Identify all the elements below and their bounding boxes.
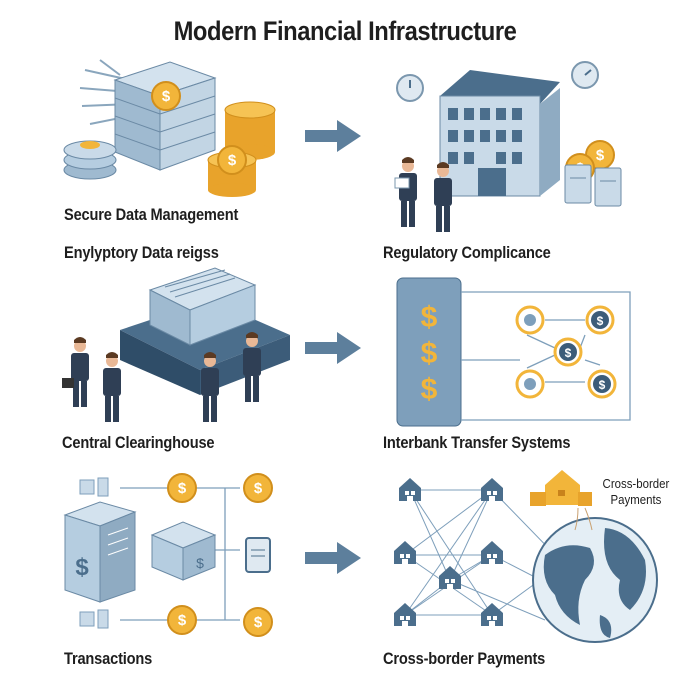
page-title: Modern Financial Infrastructure: [173, 16, 517, 46]
label-clearinghouse: Central Clearinghouse: [62, 433, 215, 452]
small-icons: [79, 477, 109, 629]
svg-text:$: $: [75, 554, 89, 581]
person-icon: [71, 337, 89, 407]
mobile-device-icon: [245, 537, 271, 573]
arrow-right-icon: [305, 120, 361, 152]
svg-text:$: $: [599, 378, 606, 392]
interbank-illustration: $ $ $: [396, 277, 631, 427]
server-icon: $: [63, 501, 137, 603]
bank-node-icon: [394, 603, 416, 626]
document-icon: [564, 164, 622, 207]
person-icon: [399, 157, 417, 227]
label-regulatory: Regulatory Complicance: [383, 243, 551, 262]
bank-building-icon: [439, 70, 560, 197]
label-transactions: Transactions: [64, 649, 153, 668]
connection-lines: [461, 291, 631, 421]
bank-node-icon: [394, 541, 416, 564]
transfer-node-icon: $: [585, 305, 615, 335]
fx-house-icon: [530, 470, 592, 506]
cross-border-illustration: [394, 470, 658, 643]
dollar-icon: $: [420, 337, 438, 370]
transfer-column: [396, 277, 462, 427]
vault-box-icon: $: [150, 521, 217, 581]
dollar-icon: $: [420, 373, 438, 406]
dollar-symbols: $ $ $: [397, 300, 461, 408]
coin-icon: [243, 473, 273, 503]
svg-text:$: $: [196, 555, 204, 571]
regulatory-illustration: [394, 61, 622, 232]
bank-node-icon: [481, 478, 503, 501]
label-interbank: Interbank Transfer Systems: [383, 433, 571, 452]
disk-stack-icon: [63, 140, 117, 180]
callout-line: Cross-border: [602, 476, 670, 491]
server-stack-icon: [113, 61, 217, 171]
coin-icon: [243, 607, 273, 637]
transfer-node-icon: [515, 305, 545, 335]
transfer-node-icon: [515, 369, 545, 399]
svg-text:$: $: [565, 346, 572, 360]
arrow-right-icon: [305, 542, 361, 574]
clock-icon: [571, 61, 599, 89]
callout-line: Payments: [610, 492, 662, 507]
label-secure-data: Secure Data Management: [64, 205, 239, 224]
coin-icon: [167, 473, 197, 503]
transfer-node-icon: $: [587, 369, 617, 399]
globe-icon: [532, 517, 658, 643]
bank-node-icon: [481, 603, 503, 626]
transactions-illustration: $ $: [63, 473, 273, 637]
clearinghouse-illustration: [62, 267, 290, 422]
clock-icon: [396, 74, 424, 102]
bank-node-icon: [439, 566, 461, 589]
person-icon: [103, 352, 121, 422]
label-cross-border: Cross-border Payments: [383, 649, 546, 668]
bank-node-icon: [399, 478, 421, 501]
transfer-node-icon: $: [553, 337, 583, 367]
secure-data-illustration: [63, 59, 276, 197]
svg-text:$: $: [597, 314, 604, 328]
connector-lines: [574, 507, 593, 531]
label-encryption-data: Enylyptory Data reigss: [64, 243, 219, 262]
coin-stack-icon: [207, 101, 276, 197]
dollar-icon: $: [420, 301, 438, 334]
arrow-right-icon: [305, 332, 361, 364]
document-icon: [394, 177, 410, 189]
briefcase-icon: [62, 378, 74, 388]
cross-border-callout: Cross-border Payments: [603, 476, 670, 508]
coin-icon: [167, 605, 197, 635]
bank-node-icon: [481, 541, 503, 564]
clearing-machine-icon: [120, 267, 290, 395]
